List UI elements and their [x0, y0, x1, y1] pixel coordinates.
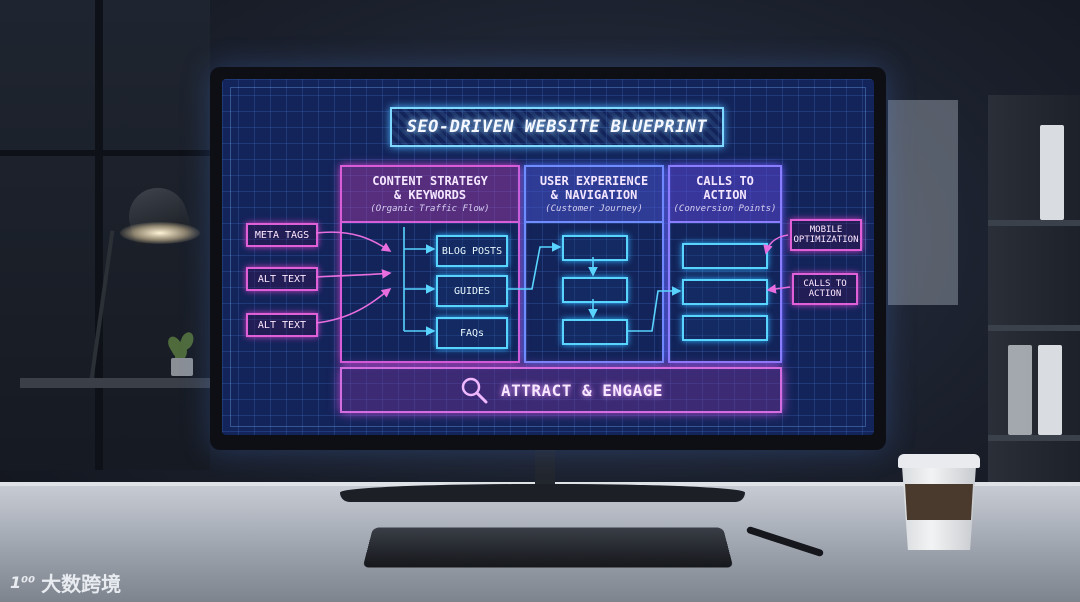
window-mullion: [95, 0, 103, 470]
watermark-text: 大数跨境: [41, 568, 121, 597]
back-desk: [20, 378, 210, 388]
window-transom: [0, 150, 210, 156]
wall-poster: [888, 100, 958, 305]
footer-banner: ATTRACT & ENGAGE: [340, 367, 782, 413]
search-icon: [459, 375, 489, 405]
bookshelf: [988, 95, 1080, 505]
watermark-logo: 1⁰⁰: [10, 573, 35, 592]
monitor-base: [340, 484, 745, 502]
potted-plant: [165, 332, 199, 376]
drawing-tablet: [363, 528, 734, 568]
footer-text: ATTRACT & ENGAGE: [501, 381, 663, 400]
watermark: 1⁰⁰ 大数跨境: [10, 568, 121, 597]
blueprint-screen: SEO-DRIVEN WEBSITE BLUEPRINT CONTENT STR…: [222, 79, 874, 435]
monitor: SEO-DRIVEN WEBSITE BLUEPRINT CONTENT STR…: [210, 67, 886, 450]
lamp-light: [120, 222, 200, 244]
coffee-cup: [902, 454, 976, 550]
